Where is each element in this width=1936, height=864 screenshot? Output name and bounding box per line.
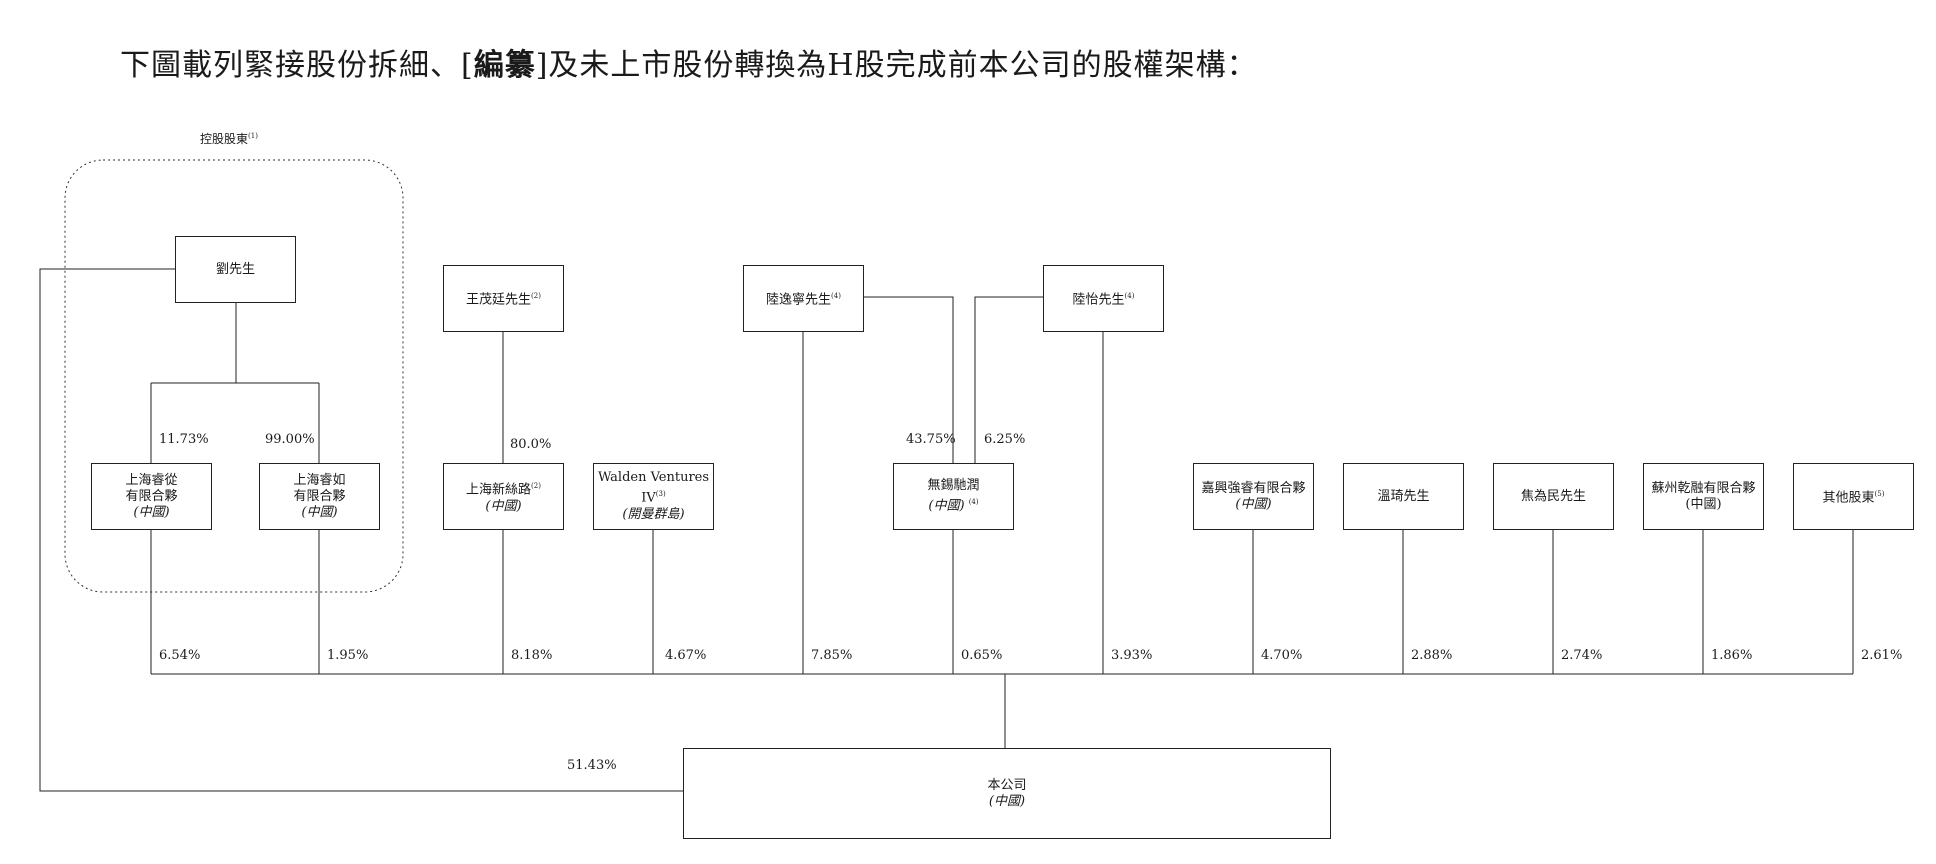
heading-bold: 編纂 (473, 48, 536, 83)
pct-jiao-company: 2.74% (1561, 648, 1603, 663)
company-box: 本公司(中國) (683, 748, 1331, 839)
pct-suzhou-company: 1.86% (1711, 648, 1753, 663)
heading-pre: 下圖載列緊接股份拆細、[ (120, 48, 474, 83)
shareholder-wen-qi: 溫琦先生 (1343, 463, 1464, 530)
pct-jiaxing-company: 4.70% (1261, 648, 1303, 663)
entity-shanghai-ruicong: 上海睿從有限合夥(中國) (91, 463, 212, 530)
pct-liu-company: 51.43% (567, 758, 617, 773)
pct-luyi-wuxi: 6.25% (984, 432, 1026, 447)
shareholder-jiao-weimin: 焦為民先生 (1493, 463, 1614, 530)
shareholder-liu: 劉先生 (175, 236, 296, 303)
pct-wenqi-company: 2.88% (1411, 648, 1453, 663)
entity-wuxi-chirun: 無錫馳潤(中國) (4) (893, 463, 1014, 530)
pct-wang-xinsilu: 80.0% (510, 437, 552, 452)
shareholder-wang: 王茂廷先生(2) (443, 265, 564, 332)
pct-luyining-wuxi: 43.75% (906, 432, 956, 447)
pct-wuxi-company: 0.65% (961, 648, 1003, 663)
entity-walden-ventures: Walden Ventures IV(3)(開曼群島) (593, 463, 714, 530)
page-heading: 下圖載列緊接股份拆細、[編纂]及未上市股份轉換為H股完成前本公司的股權架構： (120, 40, 1258, 84)
pct-ruicong-company: 6.54% (159, 648, 201, 663)
pct-xinsilu-company: 8.18% (511, 648, 553, 663)
pct-luyining-company: 7.85% (811, 648, 853, 663)
entity-suzhou-qianrong: 蘇州乾融有限合夥(中國) (1643, 463, 1764, 530)
entity-other-shareholders: 其他股東(5) (1793, 463, 1914, 530)
pct-ruiru-company: 1.95% (327, 648, 369, 663)
pct-others-company: 2.61% (1861, 648, 1903, 663)
entity-jiaxing-qiangrui: 嘉興強睿有限合夥(中國) (1193, 463, 1314, 530)
shareholder-lu-yining: 陸逸寧先生(4) (743, 265, 864, 332)
pct-walden-company: 4.67% (665, 648, 707, 663)
pct-luyi-company: 3.93% (1111, 648, 1153, 663)
controlling-group-outline (64, 159, 404, 593)
controlling-shareholders-label: 控股股東(1) (200, 132, 258, 146)
pct-liu-ruicong: 11.73% (159, 432, 209, 447)
heading-post: ]及未上市股份轉換為H股完成前本公司的股權架構： (535, 48, 1258, 83)
entity-shanghai-xinsilu: 上海新絲路(2)(中國) (443, 463, 564, 530)
entity-shanghai-ruiru: 上海睿如有限合夥(中國) (259, 463, 380, 530)
shareholder-lu-yi: 陸怡先生(4) (1043, 265, 1164, 332)
pct-liu-ruiru: 99.00% (265, 432, 315, 447)
